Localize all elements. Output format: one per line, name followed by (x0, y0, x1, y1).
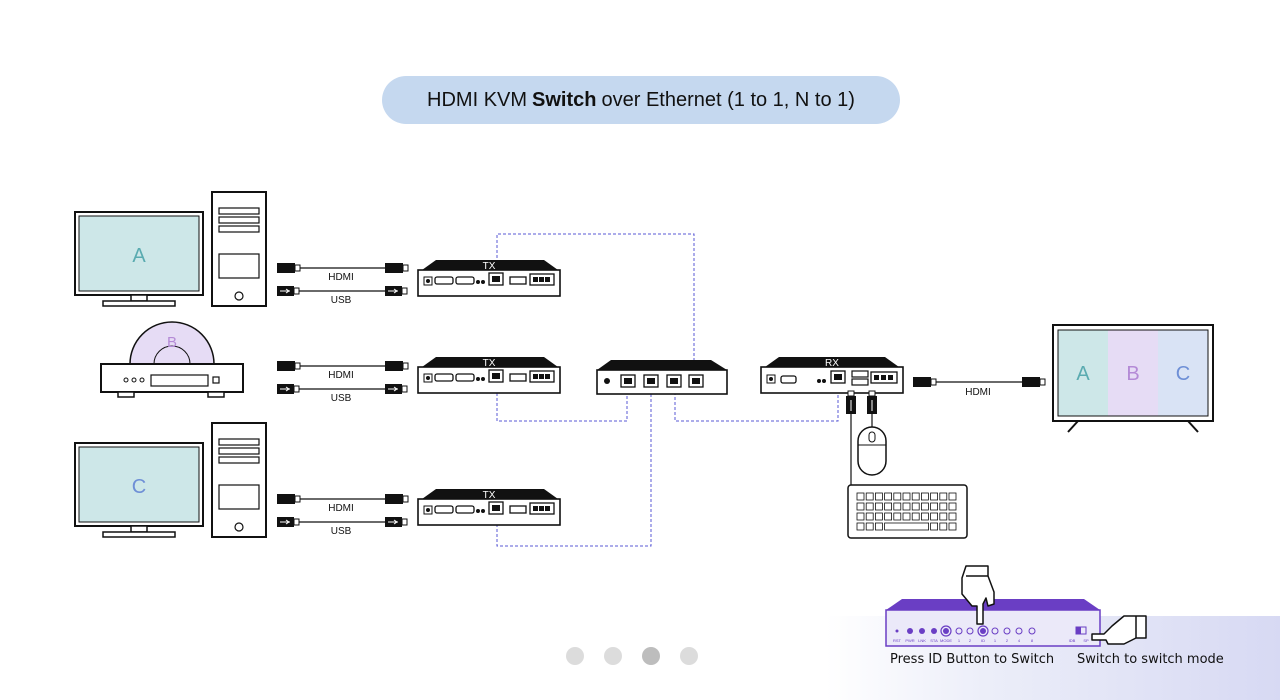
panel-indicator (1015, 627, 1023, 635)
usb-plugs-rx (846, 390, 877, 485)
panel-indicator (966, 627, 974, 635)
panel-indicator-label: RST (893, 638, 902, 643)
tx-unit-2: TX (417, 356, 561, 394)
display-segment-a-label: A (1076, 363, 1090, 385)
carousel-dot[interactable] (604, 647, 622, 665)
panel-indicator (955, 627, 963, 635)
panel-indicator-label: 2 (1006, 638, 1009, 643)
network-switch (596, 360, 728, 395)
carousel-dot[interactable] (566, 647, 584, 665)
panel-indicator-label: 8 (1031, 638, 1034, 643)
page-title: HDMI KVM Switch over Ethernet (1 to 1, N… (382, 76, 900, 124)
usb-label: USB (331, 393, 352, 404)
link-switch-rx (674, 392, 839, 422)
link-tx3-switch (496, 392, 652, 547)
usb-label: USB (331, 526, 352, 537)
hdmi-label: HDMI (328, 272, 354, 283)
panel-indicator (1028, 627, 1036, 635)
title-bold: Switch (532, 88, 597, 111)
panel-indicator (907, 628, 913, 634)
source-a-label: A (132, 245, 146, 267)
computer-a: A (74, 211, 204, 307)
panel-indicator-label: 4 (1018, 638, 1021, 643)
panel-indicator-label: 2 (969, 638, 972, 643)
tower-c (211, 422, 267, 538)
cables-row-1: HDMI USB (276, 262, 409, 306)
tx-label: TX (483, 358, 496, 369)
computer-c: C (74, 442, 204, 538)
display-segment-c-label: C (1176, 363, 1190, 385)
link-tx1-switch (496, 233, 695, 362)
display: A B C (1052, 324, 1214, 433)
panel-indicator-label: 1 (958, 638, 961, 643)
title-suffix: over Ethernet (1 to 1, N to 1) (601, 88, 855, 111)
panel-switch-label: SP (1083, 638, 1089, 643)
tx-label: TX (483, 490, 496, 501)
carousel-dots (566, 647, 698, 665)
caption-switch-mode: Switch to switch mode (1077, 652, 1224, 667)
panel-indicator-label: MODE (940, 638, 952, 643)
hand-press-icon (961, 565, 995, 625)
carousel-dot[interactable] (680, 647, 698, 665)
hand-switch-icon (1091, 615, 1147, 645)
hdmi-label: HDMI (328, 503, 354, 514)
panel-indicator (931, 628, 937, 634)
tower-a (211, 191, 267, 307)
panel-indicator-label: 1 (994, 638, 997, 643)
panel-indicator (991, 627, 999, 635)
title-prefix: HDMI KVM (427, 88, 528, 111)
panel-indicator-label: LNK (918, 638, 926, 643)
panel-indicator-label: ID (981, 638, 985, 643)
panel-indicator-label: STA (930, 638, 938, 643)
cables-row-3: HDMI USB (276, 493, 409, 537)
panel-indicator (919, 628, 925, 634)
rx-label: RX (825, 358, 839, 369)
tx-label: TX (483, 261, 496, 272)
tx-unit-3: TX (417, 488, 561, 526)
network-links (496, 233, 839, 547)
panel-indicator (895, 629, 899, 633)
keyboard (847, 484, 968, 539)
disc-player-b: B (100, 321, 244, 398)
source-b-label: B (167, 334, 177, 351)
carousel-dot[interactable] (642, 647, 660, 665)
panel-indicator (1003, 627, 1011, 635)
hdmi-cable-display: HDMI (912, 376, 1046, 398)
hdmi-label: HDMI (965, 387, 991, 398)
panel-switch-label: IDB (1069, 638, 1076, 643)
mouse (857, 426, 887, 476)
usb-label: USB (331, 295, 352, 306)
cables-row-2: HDMI USB (276, 360, 409, 404)
tx-unit-1: TX (417, 259, 561, 297)
rx-unit: RX (760, 357, 904, 394)
panel-indicator-label: PWR (905, 638, 914, 643)
display-segment-b-label: B (1126, 363, 1139, 385)
panel-indicator (980, 628, 986, 634)
panel-indicator (943, 628, 949, 634)
source-c-label: C (132, 476, 146, 498)
link-tx2-switch (496, 392, 628, 422)
hdmi-label: HDMI (328, 370, 354, 381)
caption-press-id: Press ID Button to Switch (890, 652, 1055, 667)
